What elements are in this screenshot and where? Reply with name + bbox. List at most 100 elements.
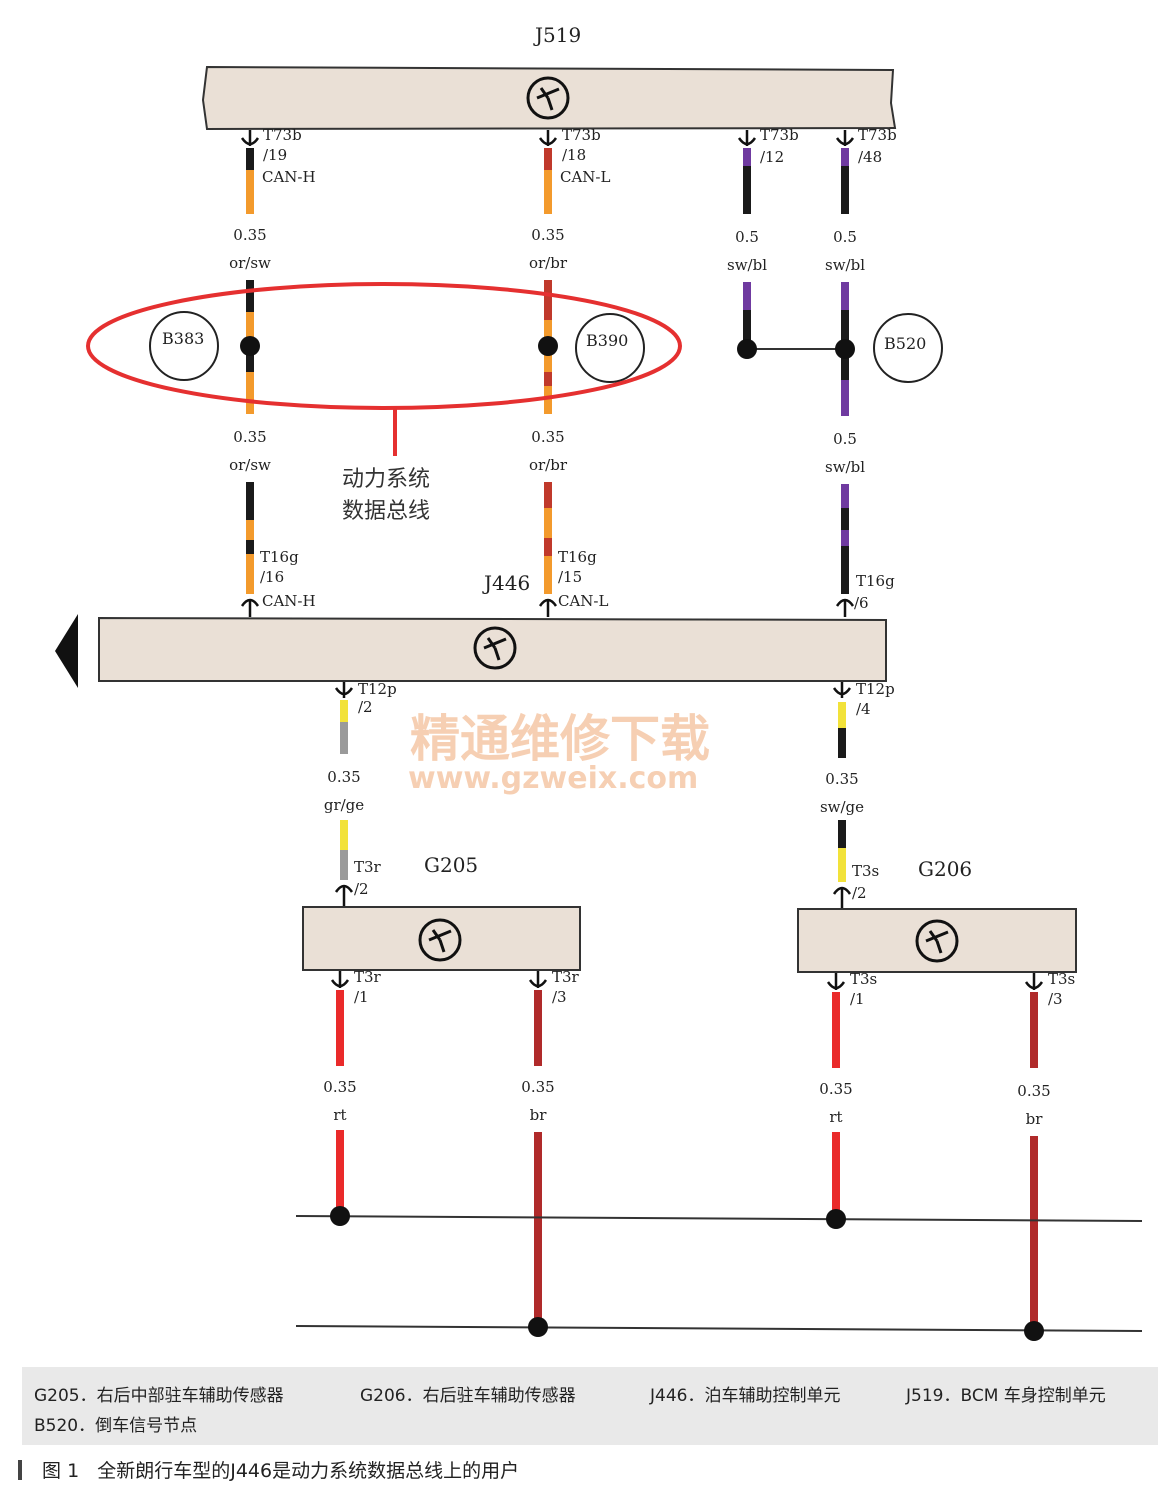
figure-caption: 图 1 全新朗行车型的J446是动力系统数据总线上的用户 (18, 1456, 1158, 1492)
splice-dot-b383 (240, 336, 260, 356)
node-b520-label: B520 (884, 334, 926, 353)
pin-j519-48-label: T73b /48 (858, 126, 897, 166)
wire-sw-bl-left (743, 148, 751, 350)
wire-label-7: 0.35 rt (323, 1078, 356, 1124)
annotation-line2: 数据总线 (342, 499, 430, 524)
splice-dot-b520-right (835, 339, 855, 359)
wire-can-l (544, 148, 552, 594)
pin-j446-t12p2-label: T12p /2 (358, 680, 397, 716)
svg-text:0.35: 0.35 (233, 428, 266, 446)
wiring-diagram: 精通维修下载 www.gzweix.com J519 J446 G205 G20… (55, 23, 1143, 1341)
wire-rt-g206 (832, 992, 840, 1218)
node-b383-label: B383 (162, 329, 204, 348)
pin-g205-3-label: T3r /3 (552, 968, 580, 1006)
svg-text:T3r: T3r (552, 968, 580, 986)
svg-text:rt: rt (333, 1106, 346, 1124)
node-b390-circle (575, 313, 645, 383)
svg-text:sw/bl: sw/bl (727, 256, 767, 274)
svg-text:br: br (530, 1106, 548, 1124)
pin-hooks (240, 130, 1044, 990)
svg-text:0.35: 0.35 (521, 1078, 554, 1096)
legend-j519: J519．BCM 车身控制单元 (906, 1386, 1106, 1406)
svg-text:or/br: or/br (529, 254, 568, 272)
svg-text:/2: /2 (358, 698, 373, 716)
ground-dot-g205-rt (330, 1206, 350, 1226)
svg-text:or/sw: or/sw (229, 254, 271, 272)
ground-line-upper (295, 1215, 1143, 1222)
svg-text:T3r: T3r (354, 968, 382, 986)
pin-g205-2-label: T3r /2 (354, 858, 382, 898)
svg-text:T3s: T3s (1048, 970, 1075, 988)
wire-sw-ge (838, 702, 846, 882)
svg-text:T3s: T3s (850, 970, 877, 988)
splice-dot-b390 (538, 336, 558, 356)
legend-g205: G205．右后中部驻车辅助传感器 (34, 1386, 284, 1406)
pin-j446-15-label: T16g /15 CAN-L (558, 548, 609, 610)
wire-gr-ge (340, 700, 348, 880)
svg-text:T12p: T12p (358, 680, 397, 698)
wire-label-3-top: 0.5 sw/bl (727, 228, 767, 274)
svg-text:CAN-H: CAN-H (262, 168, 316, 186)
module-g206-symbol-icon (915, 919, 959, 963)
svg-text:0.35: 0.35 (1017, 1082, 1050, 1100)
module-g205-title: G205 (424, 853, 478, 877)
svg-text:rt: rt (829, 1108, 842, 1126)
svg-text:0.35: 0.35 (327, 768, 360, 786)
svg-text:T73b: T73b (562, 126, 601, 144)
wire-sw-bl-right (841, 148, 849, 594)
svg-text:/16: /16 (260, 568, 284, 586)
legend-j446: J446．泊车辅助控制单元 (650, 1386, 841, 1406)
svg-text:0.35: 0.35 (233, 226, 266, 244)
pin-j519-12-label: T73b /12 (760, 126, 799, 166)
splice-dot-b520-left (737, 339, 757, 359)
legend-b520: B520．倒车信号节点 (34, 1416, 198, 1436)
watermark-url: www.gzweix.com (408, 761, 698, 796)
svg-text:0.35: 0.35 (531, 428, 564, 446)
svg-text:/1: /1 (354, 988, 369, 1006)
svg-text:0.5: 0.5 (735, 228, 759, 246)
svg-text:/3: /3 (552, 988, 567, 1006)
wire-rt-g205 (336, 990, 344, 1216)
pin-j519-18-label: T73b /18 CAN-L (560, 126, 611, 186)
wire-label-9: 0.35 rt (819, 1080, 852, 1126)
svg-text:/48: /48 (858, 148, 882, 166)
svg-text:/3: /3 (1048, 990, 1063, 1008)
svg-text:/15: /15 (558, 568, 582, 586)
caption-text: 全新朗行车型的J446是动力系统数据总线上的用户 (97, 1460, 520, 1482)
module-j519-title: J519 (533, 23, 581, 47)
svg-text:T16g: T16g (856, 572, 895, 590)
wire-label-8: 0.35 br (521, 1078, 554, 1124)
ground-line-lower (295, 1325, 1143, 1332)
wire-br-g205 (534, 990, 542, 1328)
svg-text:/6: /6 (854, 594, 869, 612)
wire-label-1-bottom: 0.35 or/sw (229, 428, 271, 474)
pin-g206-2-label: T3s /2 (852, 862, 879, 902)
wire-label-1-top: 0.35 or/sw (229, 226, 271, 272)
svg-text:T3r: T3r (354, 858, 382, 876)
svg-text:CAN-H: CAN-H (262, 592, 316, 610)
pin-g206-1-label: T3s /1 (850, 970, 877, 1008)
wire-can-h (246, 148, 254, 594)
svg-text:T73b: T73b (760, 126, 799, 144)
svg-text:/12: /12 (760, 148, 784, 166)
pin-j519-19-label: T73b /19 CAN-H (262, 126, 316, 186)
pin-j446-t12p4-label: T12p /4 (856, 680, 895, 718)
wire-label-2-top: 0.35 or/br (529, 226, 568, 272)
wire-label-4-bottom: 0.5 sw/bl (825, 430, 865, 476)
wire-label-6: 0.35 sw/ge (820, 770, 864, 816)
svg-text:T12p: T12p (856, 680, 895, 698)
wire-label-4-top: 0.5 sw/bl (825, 228, 865, 274)
node-b390-label: B390 (586, 331, 628, 350)
wire-label-10: 0.35 br (1017, 1082, 1050, 1128)
left-arrow-icon (55, 614, 78, 688)
svg-text:T73b: T73b (858, 126, 897, 144)
svg-text:0.35: 0.35 (323, 1078, 356, 1096)
module-j446-title: J446 (482, 571, 530, 595)
node-b383-circle (149, 311, 219, 381)
annotation-line1: 动力系统 (342, 467, 430, 492)
module-g205-symbol-icon (418, 918, 462, 962)
svg-text:0.5: 0.5 (833, 228, 857, 246)
svg-text:/2: /2 (354, 880, 369, 898)
svg-text:or/br: or/br (529, 456, 568, 474)
svg-text:/19: /19 (263, 146, 287, 164)
